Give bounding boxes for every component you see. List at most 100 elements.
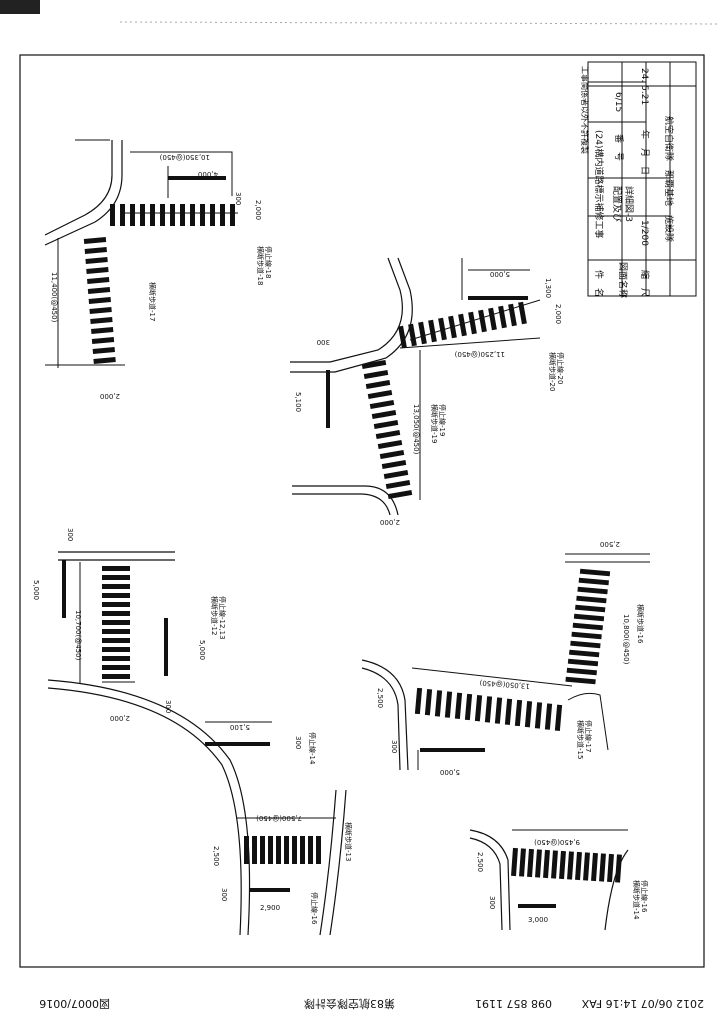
crosswalk-stripe bbox=[484, 696, 493, 723]
stop-line-20 bbox=[468, 296, 528, 300]
crosswalk-stripe bbox=[102, 665, 130, 670]
label-19a: 横断歩道-19 bbox=[430, 404, 439, 443]
crosswalk-stripe bbox=[316, 836, 321, 864]
dim-16b-300: 300 bbox=[488, 896, 496, 909]
dim-13-5000b: 5,000 bbox=[198, 640, 206, 660]
crosswalk-stripe bbox=[200, 204, 205, 226]
crosswalk-stripe bbox=[534, 702, 543, 729]
crosswalk-stripe bbox=[89, 307, 112, 314]
crosswalk-stripe bbox=[444, 691, 453, 718]
crosswalk-stripe bbox=[369, 399, 395, 410]
drawing-label: 図面名称 bbox=[617, 262, 629, 298]
dim-20-11250: 11,250(@450) bbox=[454, 350, 505, 358]
crosswalk-stripe bbox=[567, 851, 574, 880]
label-18a: 横断歩道-18 bbox=[256, 246, 265, 285]
detail-crosswalk-19-20: 5,000 1,300 2,000 11,250(@450) 300 5,100… bbox=[290, 257, 565, 526]
crosswalk-stripe bbox=[92, 347, 115, 354]
dim-19-13050: 13,050(@450) bbox=[412, 404, 420, 455]
dim-15-2500: 2,500 bbox=[376, 688, 384, 708]
crosswalk-stripe bbox=[365, 379, 391, 390]
crosswalk-stripe bbox=[488, 307, 497, 331]
crosswalk-stripe bbox=[591, 852, 598, 882]
number-label: 番 号 bbox=[613, 134, 625, 161]
dim-17-2000: 2,000 bbox=[254, 200, 262, 220]
crosswalk-stripe bbox=[300, 836, 305, 864]
detail-crosswalk-15-16-17: 2,500 10,800(@450) 13,050(@450) 2,500 30… bbox=[361, 540, 650, 776]
scale-label: 縮 尺 bbox=[639, 270, 651, 297]
dim-17-left: 11,400(@450) bbox=[50, 272, 58, 323]
crosswalk-stripe bbox=[110, 204, 115, 226]
crosswalk-stripe bbox=[230, 204, 235, 226]
crosswalk-stripe bbox=[508, 303, 517, 327]
crosswalk-stripe bbox=[190, 204, 195, 226]
crosswalk-stripe bbox=[102, 602, 130, 607]
crosswalk-stripe bbox=[468, 311, 477, 335]
crosswalk-stripe bbox=[140, 204, 145, 226]
dim-17-5000: 5,000 bbox=[440, 768, 460, 776]
label-16: 停止線-16 bbox=[310, 892, 319, 925]
crosswalk-stripe bbox=[576, 595, 607, 604]
dim-16-2900: 2,900 bbox=[260, 904, 280, 912]
crosswalk-stripe bbox=[408, 323, 417, 347]
crosswalk-stripe bbox=[170, 204, 175, 226]
fax-phone: 098 857 1191 bbox=[475, 997, 552, 1010]
crosswalk-stripe bbox=[569, 649, 600, 658]
crosswalk-stripe bbox=[579, 568, 611, 577]
dim-17-bottom: 2,000 bbox=[100, 392, 120, 400]
crosswalk-stripe bbox=[86, 267, 109, 274]
dim-16b-3000: 3,000 bbox=[528, 916, 548, 924]
crosswalk-16-stripes bbox=[565, 568, 611, 685]
crosswalk-stripe bbox=[371, 409, 397, 420]
crosswalk-stripe bbox=[93, 357, 116, 364]
crosswalk-stripe bbox=[518, 301, 527, 325]
crosswalk-stripe bbox=[575, 604, 606, 613]
crosswalk-stripe bbox=[102, 647, 130, 652]
crosswalk-stripe bbox=[102, 629, 130, 634]
copy-note: 工事関係者以外不許複製 bbox=[580, 66, 590, 154]
crosswalk-stripe bbox=[544, 703, 553, 730]
crosswalk-stripe bbox=[527, 848, 534, 878]
dim-14-5100: 5,100 bbox=[230, 723, 250, 731]
crosswalk-stripe bbox=[284, 836, 289, 864]
stop-line-14 bbox=[205, 742, 270, 746]
drawing-value-2: 詳細図-3 bbox=[623, 186, 635, 222]
crosswalk-stripe bbox=[90, 317, 113, 324]
fax-datetime: 2012 06/07 14:16 FAX bbox=[581, 997, 704, 1010]
crosswalk-stripe bbox=[615, 854, 622, 883]
crosswalk-stripe bbox=[383, 469, 409, 480]
crosswalk-stripe bbox=[514, 699, 523, 727]
label-16c: 停止線-16 bbox=[640, 880, 649, 913]
crosswalk-stripe bbox=[276, 836, 281, 864]
dim-13-300b: 300 bbox=[164, 700, 172, 713]
dim-14b-2500: 2,500 bbox=[476, 852, 484, 872]
crosswalk-stripe bbox=[381, 459, 407, 470]
crosswalk-stripe bbox=[524, 701, 533, 728]
crosswalk-stripe bbox=[599, 853, 606, 882]
dim-17-300: 300 bbox=[234, 192, 242, 205]
crosswalk-stripe bbox=[570, 640, 601, 649]
dim-19-300: 300 bbox=[317, 338, 330, 346]
detail-crosswalk-12-13: 300 5,000 10,700(@450) 5,000 2,000 300 横… bbox=[32, 528, 251, 936]
dim-16-10800: 10,800(@450) bbox=[622, 614, 630, 665]
crosswalk-15-stripes bbox=[414, 687, 563, 731]
crosswalk-stripe bbox=[464, 693, 473, 721]
detail-crosswalk-17-18: 10,350(@450) 4,000 300 2,000 11,400(@450… bbox=[44, 139, 273, 400]
dim-17-300: 300 bbox=[390, 740, 398, 753]
crosswalk-stripe bbox=[87, 287, 111, 294]
stop-line-18 bbox=[168, 176, 226, 180]
crosswalk-stripe bbox=[150, 204, 155, 226]
stop-line-17 bbox=[420, 748, 485, 752]
crosswalk-17-stripes bbox=[83, 237, 116, 364]
date-value: 24. 5.21 bbox=[639, 68, 649, 105]
fax-page: 図0007/0016 bbox=[39, 997, 110, 1010]
label-15a: 横断歩道-15 bbox=[576, 720, 585, 759]
crosswalk-stripe bbox=[120, 204, 125, 226]
dim-12-300: 300 bbox=[66, 528, 74, 541]
crosswalk-20-stripes bbox=[398, 301, 527, 349]
crosswalk-stripe bbox=[543, 849, 550, 879]
crosswalk-stripe bbox=[551, 850, 558, 879]
crosswalk-19-stripes bbox=[361, 359, 413, 500]
dim-13-7500: 7,500(@450) bbox=[256, 814, 302, 822]
label-15b: 停止線-17 bbox=[584, 720, 593, 752]
stop-line-16 bbox=[250, 888, 290, 892]
